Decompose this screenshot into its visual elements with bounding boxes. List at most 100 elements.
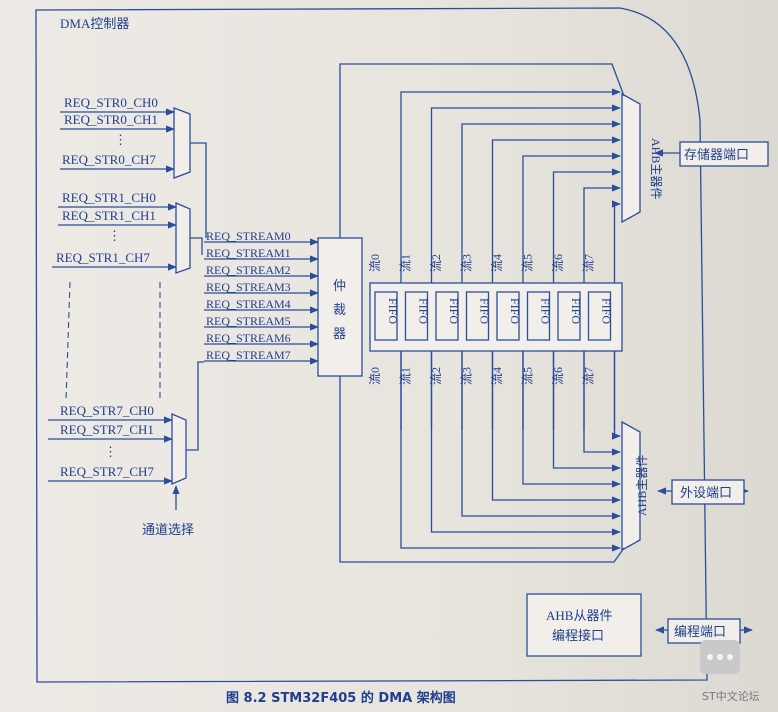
arbiter-to-ahb-top [339, 63, 625, 238]
req-str1-ch1: REQ_STR1_CH1 [62, 208, 156, 223]
stream-to-memory [491, 136, 621, 283]
req-str0-ch0: REQ_STR0_CH0 [64, 95, 158, 110]
fifo-box [526, 291, 551, 341]
mux-out [190, 237, 203, 255]
stream-label-bottom: 流1 [399, 367, 413, 385]
watermark-text: ST中文论坛 [702, 689, 760, 703]
fifo-box [496, 291, 520, 341]
stream-to-memory [583, 184, 621, 283]
ahb-master-label-memory: AHB主器件 [649, 138, 663, 199]
fifo-label: FIFO [569, 298, 583, 324]
stream-to-memory [461, 120, 621, 283]
stream-to-peripheral [461, 351, 621, 520]
stream-to-memory [400, 88, 621, 283]
ahb-slave-line1: AHB从器件 [546, 608, 612, 623]
ahb-slave-line2: 编程接口 [552, 628, 604, 643]
fifo-box [465, 291, 490, 341]
arbiter-to-ahb-bottom [339, 376, 625, 563]
req-str0-ch7: REQ_STR0_CH7 [62, 152, 156, 167]
stream-label-top: 流7 [582, 254, 596, 272]
fifo-label: FIFO [539, 298, 553, 324]
stream-label-bottom: 流4 [490, 367, 504, 385]
stream-request-label: REQ_STREAM6 [206, 331, 291, 345]
chat-dot [717, 654, 723, 660]
peripheral-port-box [671, 479, 745, 505]
mux-group-7 [171, 413, 187, 485]
stream-label-bottom: 流0 [368, 367, 382, 385]
stream-to-memory [611, 200, 621, 283]
fifo-box [435, 291, 459, 341]
fifo-box [557, 291, 581, 341]
fifo-label: FIFO [478, 298, 492, 324]
stream-request-label: REQ_STREAM3 [206, 280, 291, 294]
controller-title: DMA控制器 [60, 16, 129, 31]
fifo-label: FIFO [417, 298, 431, 324]
stream-to-peripheral [611, 351, 621, 440]
stream-label-bottom: 流6 [551, 367, 565, 385]
stream-request-label: REQ_STREAM5 [206, 314, 291, 328]
prog-port-label: 编程端口 [674, 624, 726, 639]
stream-to-memory [552, 168, 621, 283]
stream-to-peripheral [430, 351, 621, 536]
figure-caption: 图 8.2 STM32F405 的 DMA 架构图 [226, 690, 456, 706]
fifo-label: FIFO [508, 298, 522, 324]
stream-to-peripheral [400, 351, 621, 552]
mux-out [190, 142, 207, 238]
stream-label-top: 流5 [521, 254, 535, 272]
stream-label-top: 流3 [460, 254, 474, 272]
req-str1-ch0: REQ_STR1_CH0 [62, 190, 156, 205]
stream-to-peripheral [522, 351, 621, 488]
stream-request-label: REQ_STREAM4 [206, 297, 291, 311]
stream-to-peripheral [552, 351, 621, 472]
ellipsis-7: ⋮ [104, 444, 117, 459]
stream-request-label: REQ_STREAM2 [206, 263, 291, 277]
chat-dot [727, 654, 733, 660]
memory-port-label: 存储器端口 [684, 147, 749, 162]
stream-label-top: 流4 [490, 254, 504, 272]
req-str1-ch7: REQ_STR1_CH7 [56, 250, 150, 265]
mux-group-1 [175, 202, 191, 274]
stream-label-top: 流2 [429, 254, 443, 272]
peripheral-port-label: 外设端口 [680, 485, 732, 500]
arbiter-box [317, 237, 363, 377]
ahb-slave-box [526, 593, 642, 657]
controller-border [35, 7, 708, 683]
fifo-label: FIFO [600, 298, 614, 324]
ellipsis-0: ⋮ [114, 132, 127, 147]
dashed-continuation [65, 281, 71, 401]
stream-request-label: REQ_STREAM1 [206, 246, 291, 260]
fifo-label: FIFO [447, 298, 461, 324]
ahb-master-peripheral [621, 420, 641, 552]
mux-out [186, 361, 204, 451]
mux-group-0 [173, 107, 191, 179]
req-str7-ch7: REQ_STR7_CH7 [60, 464, 154, 479]
arbiter-char: 裁 [333, 302, 346, 317]
stream-label-bottom: 流7 [582, 367, 596, 385]
fifo-box [587, 291, 612, 341]
req-str7-ch1: REQ_STR7_CH1 [60, 422, 154, 437]
arbiter-char: 器 [333, 326, 346, 341]
stream-to-peripheral [491, 351, 621, 504]
req-str0-ch1: REQ_STR0_CH1 [64, 112, 158, 127]
stream-label-top: 流6 [551, 254, 565, 272]
prog-port-box [667, 618, 741, 644]
memory-port-box [679, 141, 769, 167]
stream-label-top: 流1 [399, 254, 413, 272]
stream-request-label: REQ_STREAM0 [206, 229, 291, 243]
stream-request-label: REQ_STREAM7 [206, 348, 291, 362]
chat-dot [707, 654, 713, 660]
ahb-master-memory [621, 92, 641, 224]
stream-to-memory [522, 152, 621, 283]
channel-select-label: 通道选择 [142, 522, 194, 537]
stream-label-bottom: 流3 [460, 367, 474, 385]
fifo-box [404, 291, 429, 341]
fifo-box [374, 291, 398, 341]
stream-to-peripheral [583, 351, 621, 456]
stream-label-bottom: 流5 [521, 367, 535, 385]
arbiter-char: 仲 [333, 278, 346, 293]
fifo-label: FIFO [386, 298, 400, 324]
ellipsis-1: ⋮ [108, 228, 121, 243]
stream-label-top: 流0 [368, 254, 382, 272]
